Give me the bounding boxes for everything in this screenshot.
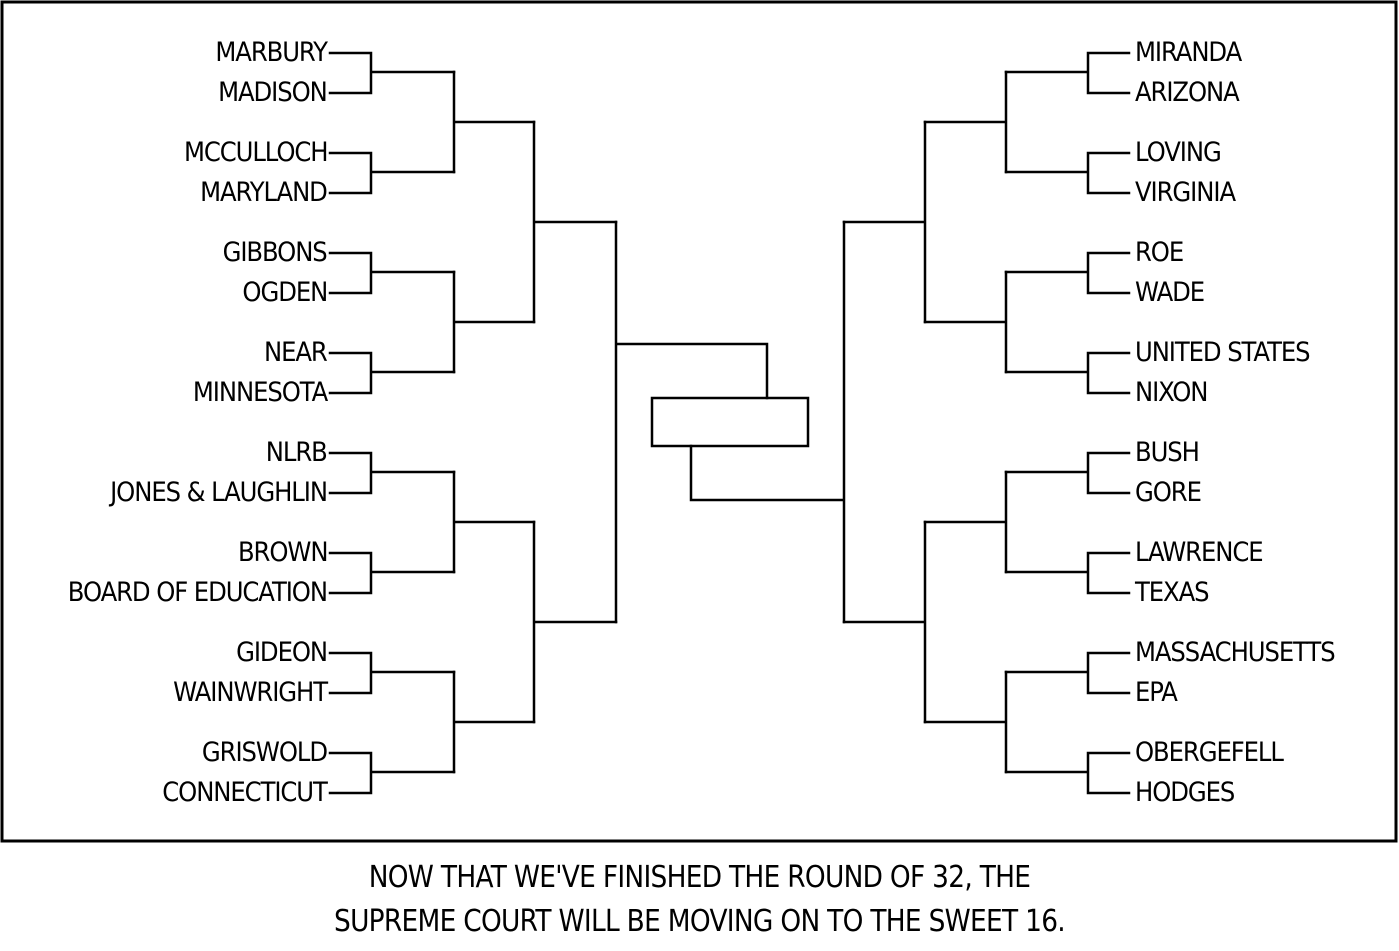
left-round-2 [452, 70, 536, 774]
left-team-name: OGDEN [242, 277, 328, 308]
left-team-name: GIDEON [236, 637, 328, 668]
left-round-1 [328, 51, 456, 795]
caption: NOW THAT WE'VE FINISHED THE ROUND OF 32,… [0, 856, 1399, 944]
left-team-name: GIBBONS [222, 237, 328, 268]
left-team-name: JONES & LAUGHLIN [110, 477, 328, 508]
right-team-name: BUSH [1135, 437, 1200, 468]
right-team-name: LAWRENCE [1135, 537, 1264, 568]
left-team-name: MARBURY [215, 37, 328, 68]
left-team-name: MARYLAND [200, 177, 328, 208]
left-team-name: MINNESOTA [192, 377, 328, 408]
panel-border [0, 0, 1398, 843]
right-round-2 [923, 70, 1008, 774]
right-semifinal [689, 220, 846, 624]
left-team-name: MADISON [218, 77, 328, 108]
left-team-name: BROWN [237, 537, 329, 568]
left-semifinal [614, 220, 769, 624]
caption-line-1: NOW THAT WE'VE FINISHED THE ROUND OF 32,… [368, 860, 1031, 895]
left-team-name: MCCULLOCH [183, 137, 328, 168]
right-round-3 [842, 120, 927, 724]
right-team-name: MASSACHUSETTS [1135, 637, 1336, 668]
right-team-name: WADE [1135, 277, 1205, 308]
champion-box [650, 396, 810, 448]
right-team-name: HODGES [1135, 777, 1235, 808]
right-team-name: VIRGINIA [1135, 177, 1236, 208]
right-team-name: TEXAS [1135, 577, 1210, 608]
left-team-name: GRISWOLD [201, 737, 328, 768]
left-team-name: BOARD OF EDUCATION [67, 577, 328, 608]
right-team-name: LOVING [1135, 137, 1222, 168]
right-team-name: EPA [1135, 677, 1178, 708]
right-team-name: ARIZONA [1135, 77, 1240, 108]
bracket-lines [0, 0, 1398, 843]
right-team-name: ROE [1135, 237, 1184, 268]
right-round-1 [1004, 51, 1131, 795]
right-team-name: OBERGEFELL [1135, 737, 1284, 768]
left-team-name: NEAR [264, 337, 328, 368]
left-round-3 [532, 120, 618, 724]
right-team-name: UNITED STATES [1135, 337, 1311, 368]
caption-line-2: SUPREME COURT WILL BE MOVING ON TO THE S… [334, 904, 1066, 939]
right-team-name: NIXON [1135, 377, 1208, 408]
right-team-name: GORE [1135, 477, 1202, 508]
left-team-name: CONNECTICUT [162, 777, 328, 808]
left-team-name: WAINWRIGHT [173, 677, 328, 708]
right-team-name: MIRANDA [1135, 37, 1242, 68]
left-team-name: NLRB [266, 437, 328, 468]
bracket-panel: MARBURY MADISON MCCULLOCH MARYLAND GIBBO… [0, 0, 1398, 843]
